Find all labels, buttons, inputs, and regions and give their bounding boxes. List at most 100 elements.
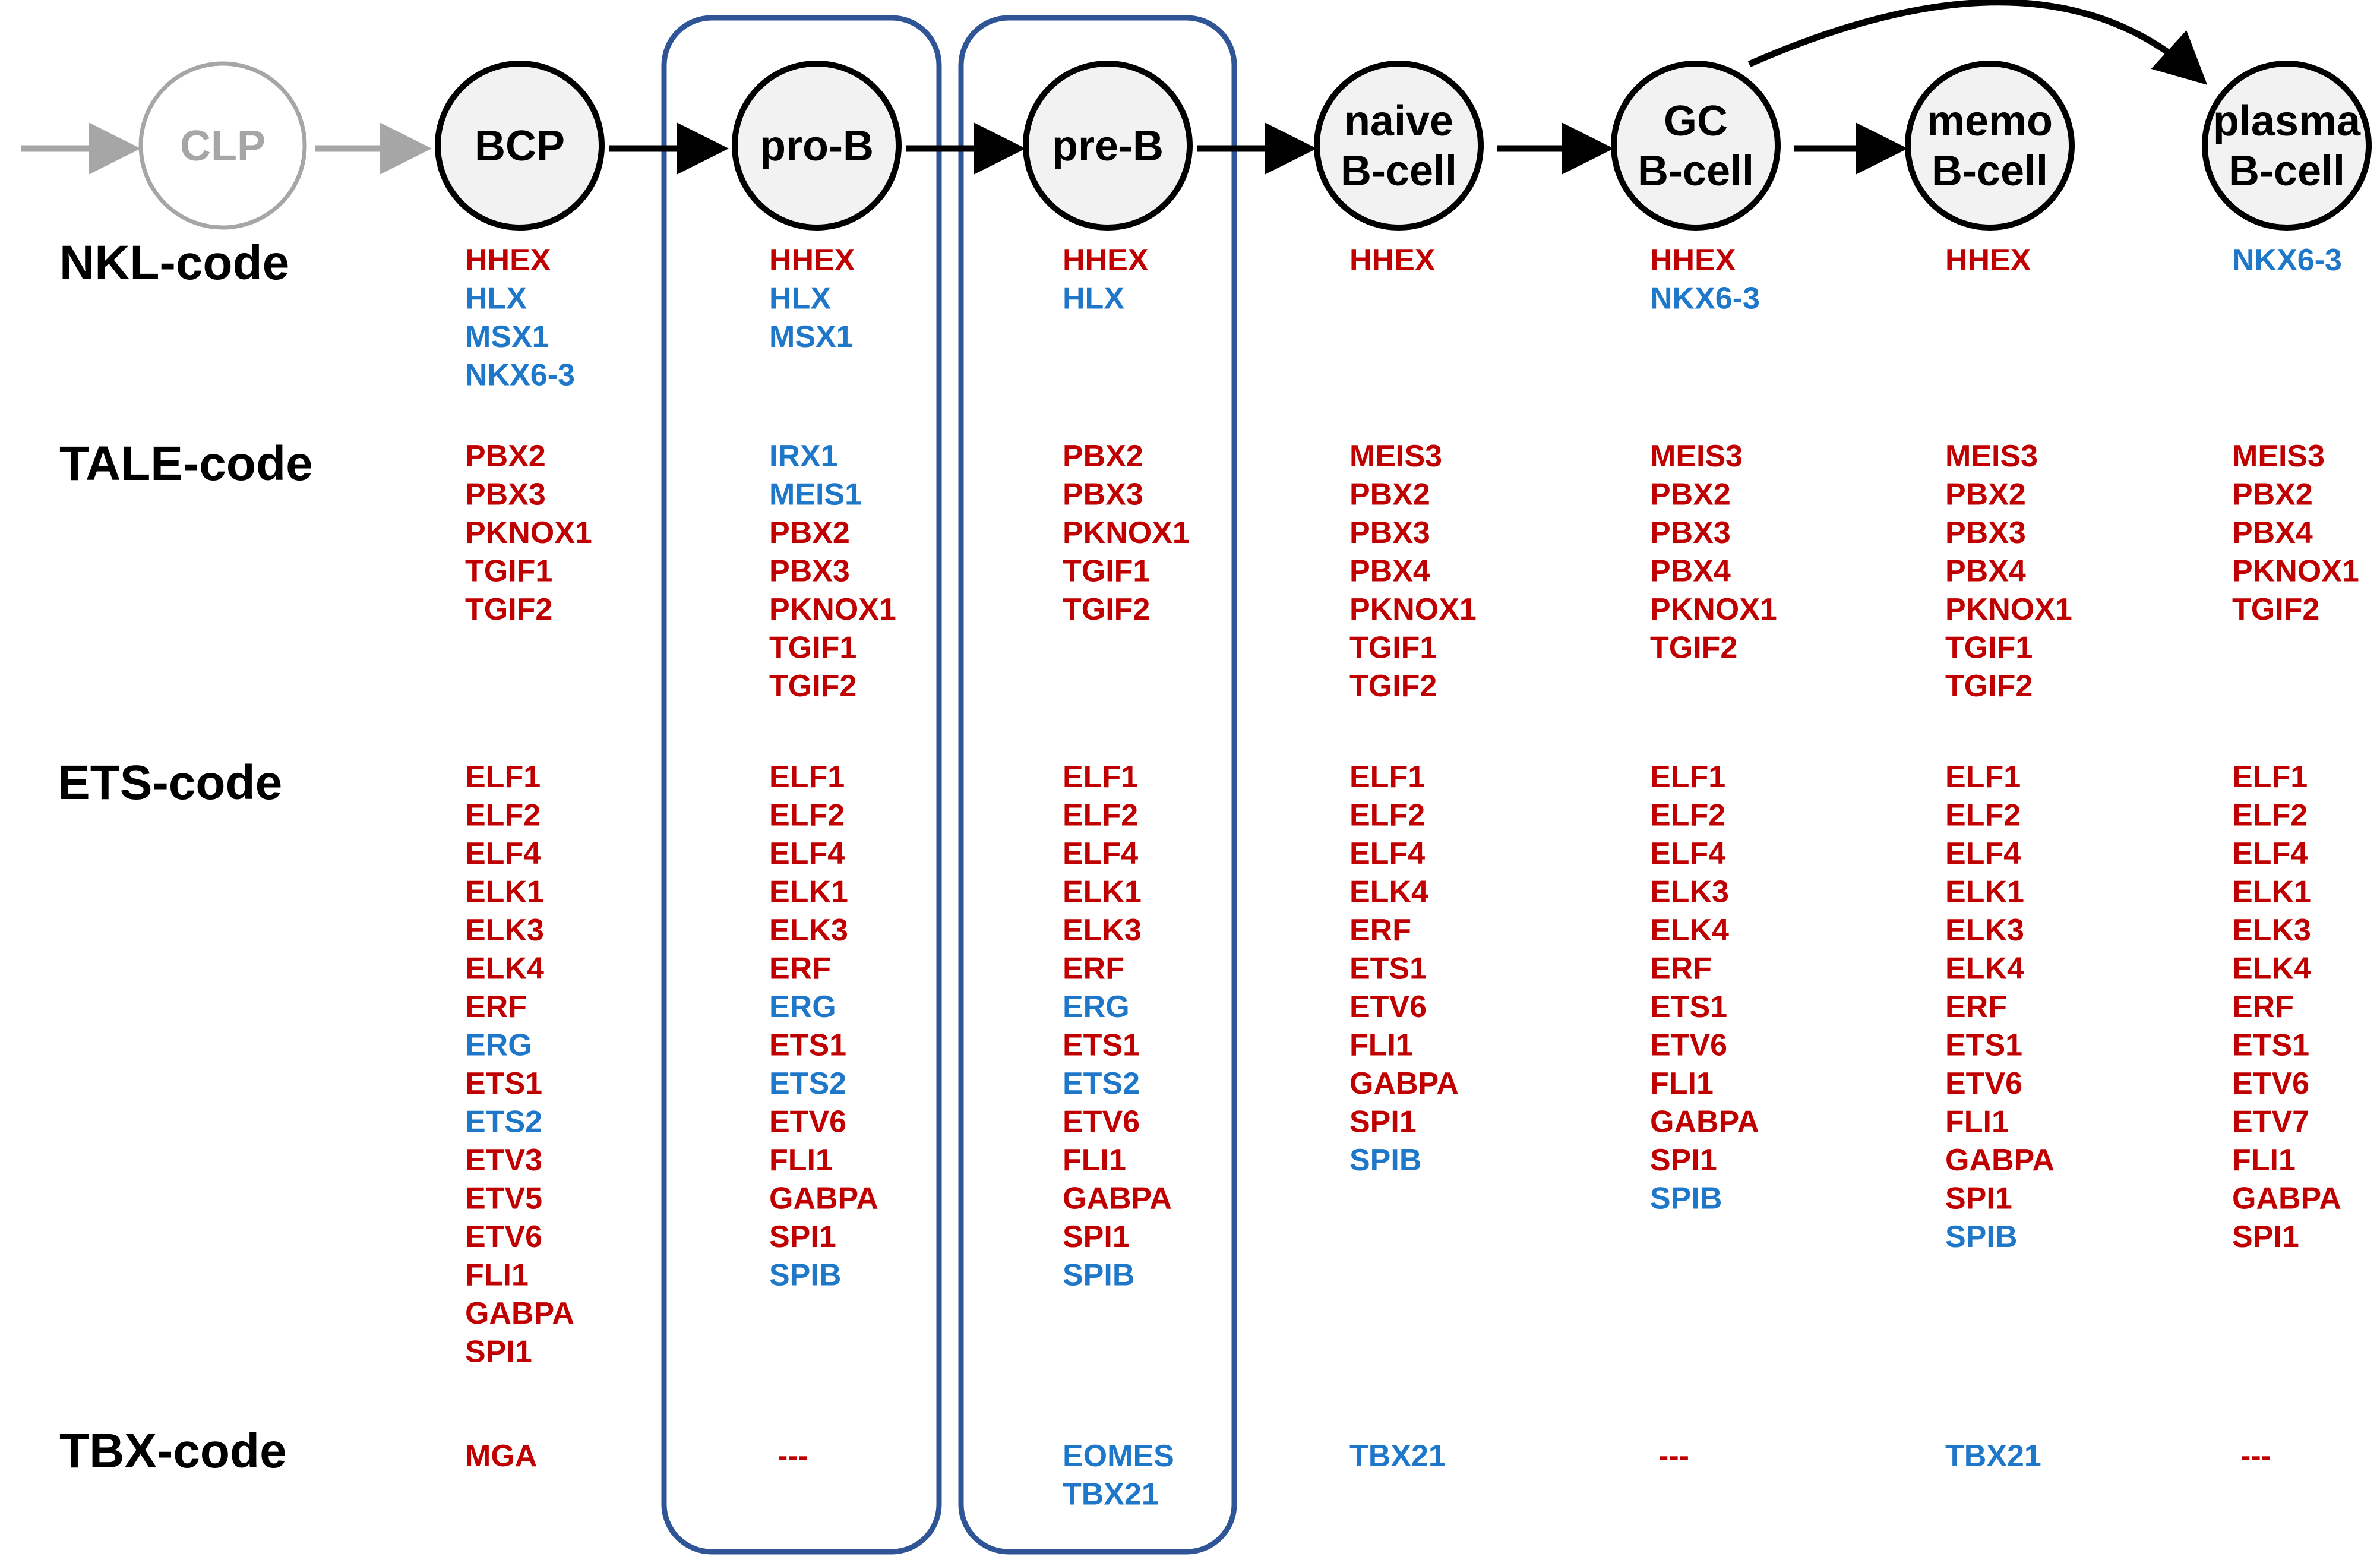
gene-spib: SPIB <box>769 1258 841 1293</box>
gene-erf: ERF <box>465 990 527 1024</box>
gene-etv6: ETV6 <box>769 1105 846 1139</box>
gene-tgif2: TGIF2 <box>1349 669 1437 703</box>
gene-elf2: ELF2 <box>2232 798 2308 833</box>
arrow-gc-to-plasma <box>1747 0 2208 85</box>
gene-fli1: FLI1 <box>769 1143 833 1177</box>
stage-circle-clp <box>138 61 307 230</box>
gene-etv5: ETV5 <box>465 1182 542 1216</box>
gene-gabpa: GABPA <box>465 1296 574 1331</box>
gene-spi1: SPI1 <box>2232 1220 2299 1254</box>
gene-elf2: ELF2 <box>1650 798 1725 833</box>
stage-label-memo-b-cell: B-cell <box>1932 147 2048 195</box>
highlight-box-pro-b <box>661 15 942 1555</box>
stage-circle-naive-b-cell <box>1314 61 1484 231</box>
gene-elk4: ELK4 <box>1349 875 1428 910</box>
gene-elk3: ELK3 <box>2232 913 2311 948</box>
gene-spi1: SPI1 <box>1945 1182 2012 1216</box>
gene-tgif2: TGIF2 <box>769 669 856 703</box>
stage-label-plasma-b-cell: plasma <box>2213 97 2361 145</box>
ets-genes-memo-b-cell: ELF1ELF2ELF4ELK1ELK3ELK4ERFETS1ETV6FLI1G… <box>1945 760 2055 1254</box>
gene-gabpa: GABPA <box>1945 1143 2055 1177</box>
gene-elk1: ELK1 <box>1063 875 1142 910</box>
gene-msx1: MSX1 <box>465 320 549 354</box>
stage-node-gc-b-cell: GCB-cell <box>1611 61 1781 231</box>
gene-pbx2: PBX2 <box>465 439 546 473</box>
gene-spib: SPIB <box>1945 1220 2017 1254</box>
gene-nkx6-3: NKX6-3 <box>1650 282 1760 316</box>
gene-fli1: FLI1 <box>1063 1143 1126 1177</box>
gene-fli1: FLI1 <box>1650 1066 1714 1101</box>
gene-ets2: ETS2 <box>1063 1066 1140 1101</box>
gene-elf1: ELF1 <box>2232 760 2308 794</box>
gene-elf2: ELF2 <box>465 798 541 833</box>
gene-meis3: MEIS3 <box>1945 439 2038 473</box>
code-row-labels: NKL-code TALE-code ETS-code TBX-code <box>58 236 313 1478</box>
gene-elk4: ELK4 <box>1945 952 2024 986</box>
stage-label-gc-b-cell: GC <box>1664 97 1728 145</box>
stage-label-naive-b-cell: naive <box>1344 97 1453 145</box>
stage-circle-pro-b <box>732 61 902 231</box>
gene-erf: ERF <box>1945 990 2007 1024</box>
gene-elf1: ELF1 <box>1945 760 2021 794</box>
ets-genes-pro-b: ELF1ELF2ELF4ELK1ELK3ERFERGETS1ETS2ETV6FL… <box>769 760 878 1293</box>
gene-nkx6-3: NKX6-3 <box>465 358 575 393</box>
tbx-genes-bcp: MGA <box>465 1439 537 1473</box>
gene-hhex: HHEX <box>1349 243 1436 277</box>
gene-pbx2: PBX2 <box>1349 478 1430 512</box>
gene-elf4: ELF4 <box>1063 836 1138 871</box>
gene-pbx3: PBX3 <box>1063 478 1143 512</box>
gene-hhex: HHEX <box>1945 243 2031 277</box>
gene-spi1: SPI1 <box>769 1220 836 1254</box>
gene-pbx3: PBX3 <box>769 554 850 589</box>
gene-pbx2: PBX2 <box>1945 478 2026 512</box>
gene-gabpa: GABPA <box>1349 1066 1459 1101</box>
gene-pknox1: PKNOX1 <box>769 592 896 627</box>
gene-pbx2: PBX2 <box>2232 478 2313 512</box>
gene-elf2: ELF2 <box>1945 798 2021 833</box>
gene-tgif2: TGIF2 <box>465 592 552 627</box>
gene-meis3: MEIS3 <box>2232 439 2325 473</box>
gene-elk3: ELK3 <box>1945 913 2024 948</box>
stage-label-bcp: BCP <box>475 122 565 170</box>
gene-ets1: ETS1 <box>769 1028 846 1063</box>
gene-pbx4: PBX4 <box>1650 554 1731 589</box>
gene-tgif2: TGIF2 <box>1063 592 1150 627</box>
gene-elf4: ELF4 <box>2232 836 2308 871</box>
gene-none: --- <box>2240 1439 2271 1473</box>
gene-erf: ERF <box>769 952 831 986</box>
gene-tgif1: TGIF1 <box>769 631 856 665</box>
gene-elk3: ELK3 <box>465 913 544 948</box>
stage-label-pro-b: pro-B <box>760 122 874 170</box>
gene-nkx6-3: NKX6-3 <box>2232 243 2342 277</box>
gene-gabpa: GABPA <box>1063 1182 1172 1216</box>
gene-pknox1: PKNOX1 <box>1349 592 1477 627</box>
gene-elk1: ELK1 <box>769 875 848 910</box>
highlight-box-pre-b <box>958 15 1237 1555</box>
gene-ets1: ETS1 <box>2232 1028 2309 1063</box>
gene-ets2: ETS2 <box>465 1105 542 1139</box>
gene-elf1: ELF1 <box>1650 760 1725 794</box>
gene-pbx4: PBX4 <box>1349 554 1430 589</box>
gene-tgif2: TGIF2 <box>1945 669 2033 703</box>
stage-node-bcp: BCP <box>435 61 605 231</box>
gene-spib: SPIB <box>1349 1143 1421 1177</box>
stage-label-gc-b-cell: B-cell <box>1638 147 1754 195</box>
gene-mga: MGA <box>465 1439 537 1473</box>
gene-pbx2: PBX2 <box>1063 439 1143 473</box>
gene-ets1: ETS1 <box>1349 952 1427 986</box>
stage-circle-memo-b-cell <box>1905 61 2075 231</box>
stage-node-pre-b: pre-B <box>1023 61 1193 231</box>
gene-hhex: HHEX <box>1650 243 1736 277</box>
gene-tgif2: TGIF2 <box>1650 631 1737 665</box>
gene-tbx21: TBX21 <box>1349 1439 1446 1473</box>
gene-tgif1: TGIF1 <box>1063 554 1150 589</box>
gene-erf: ERF <box>2232 990 2294 1024</box>
